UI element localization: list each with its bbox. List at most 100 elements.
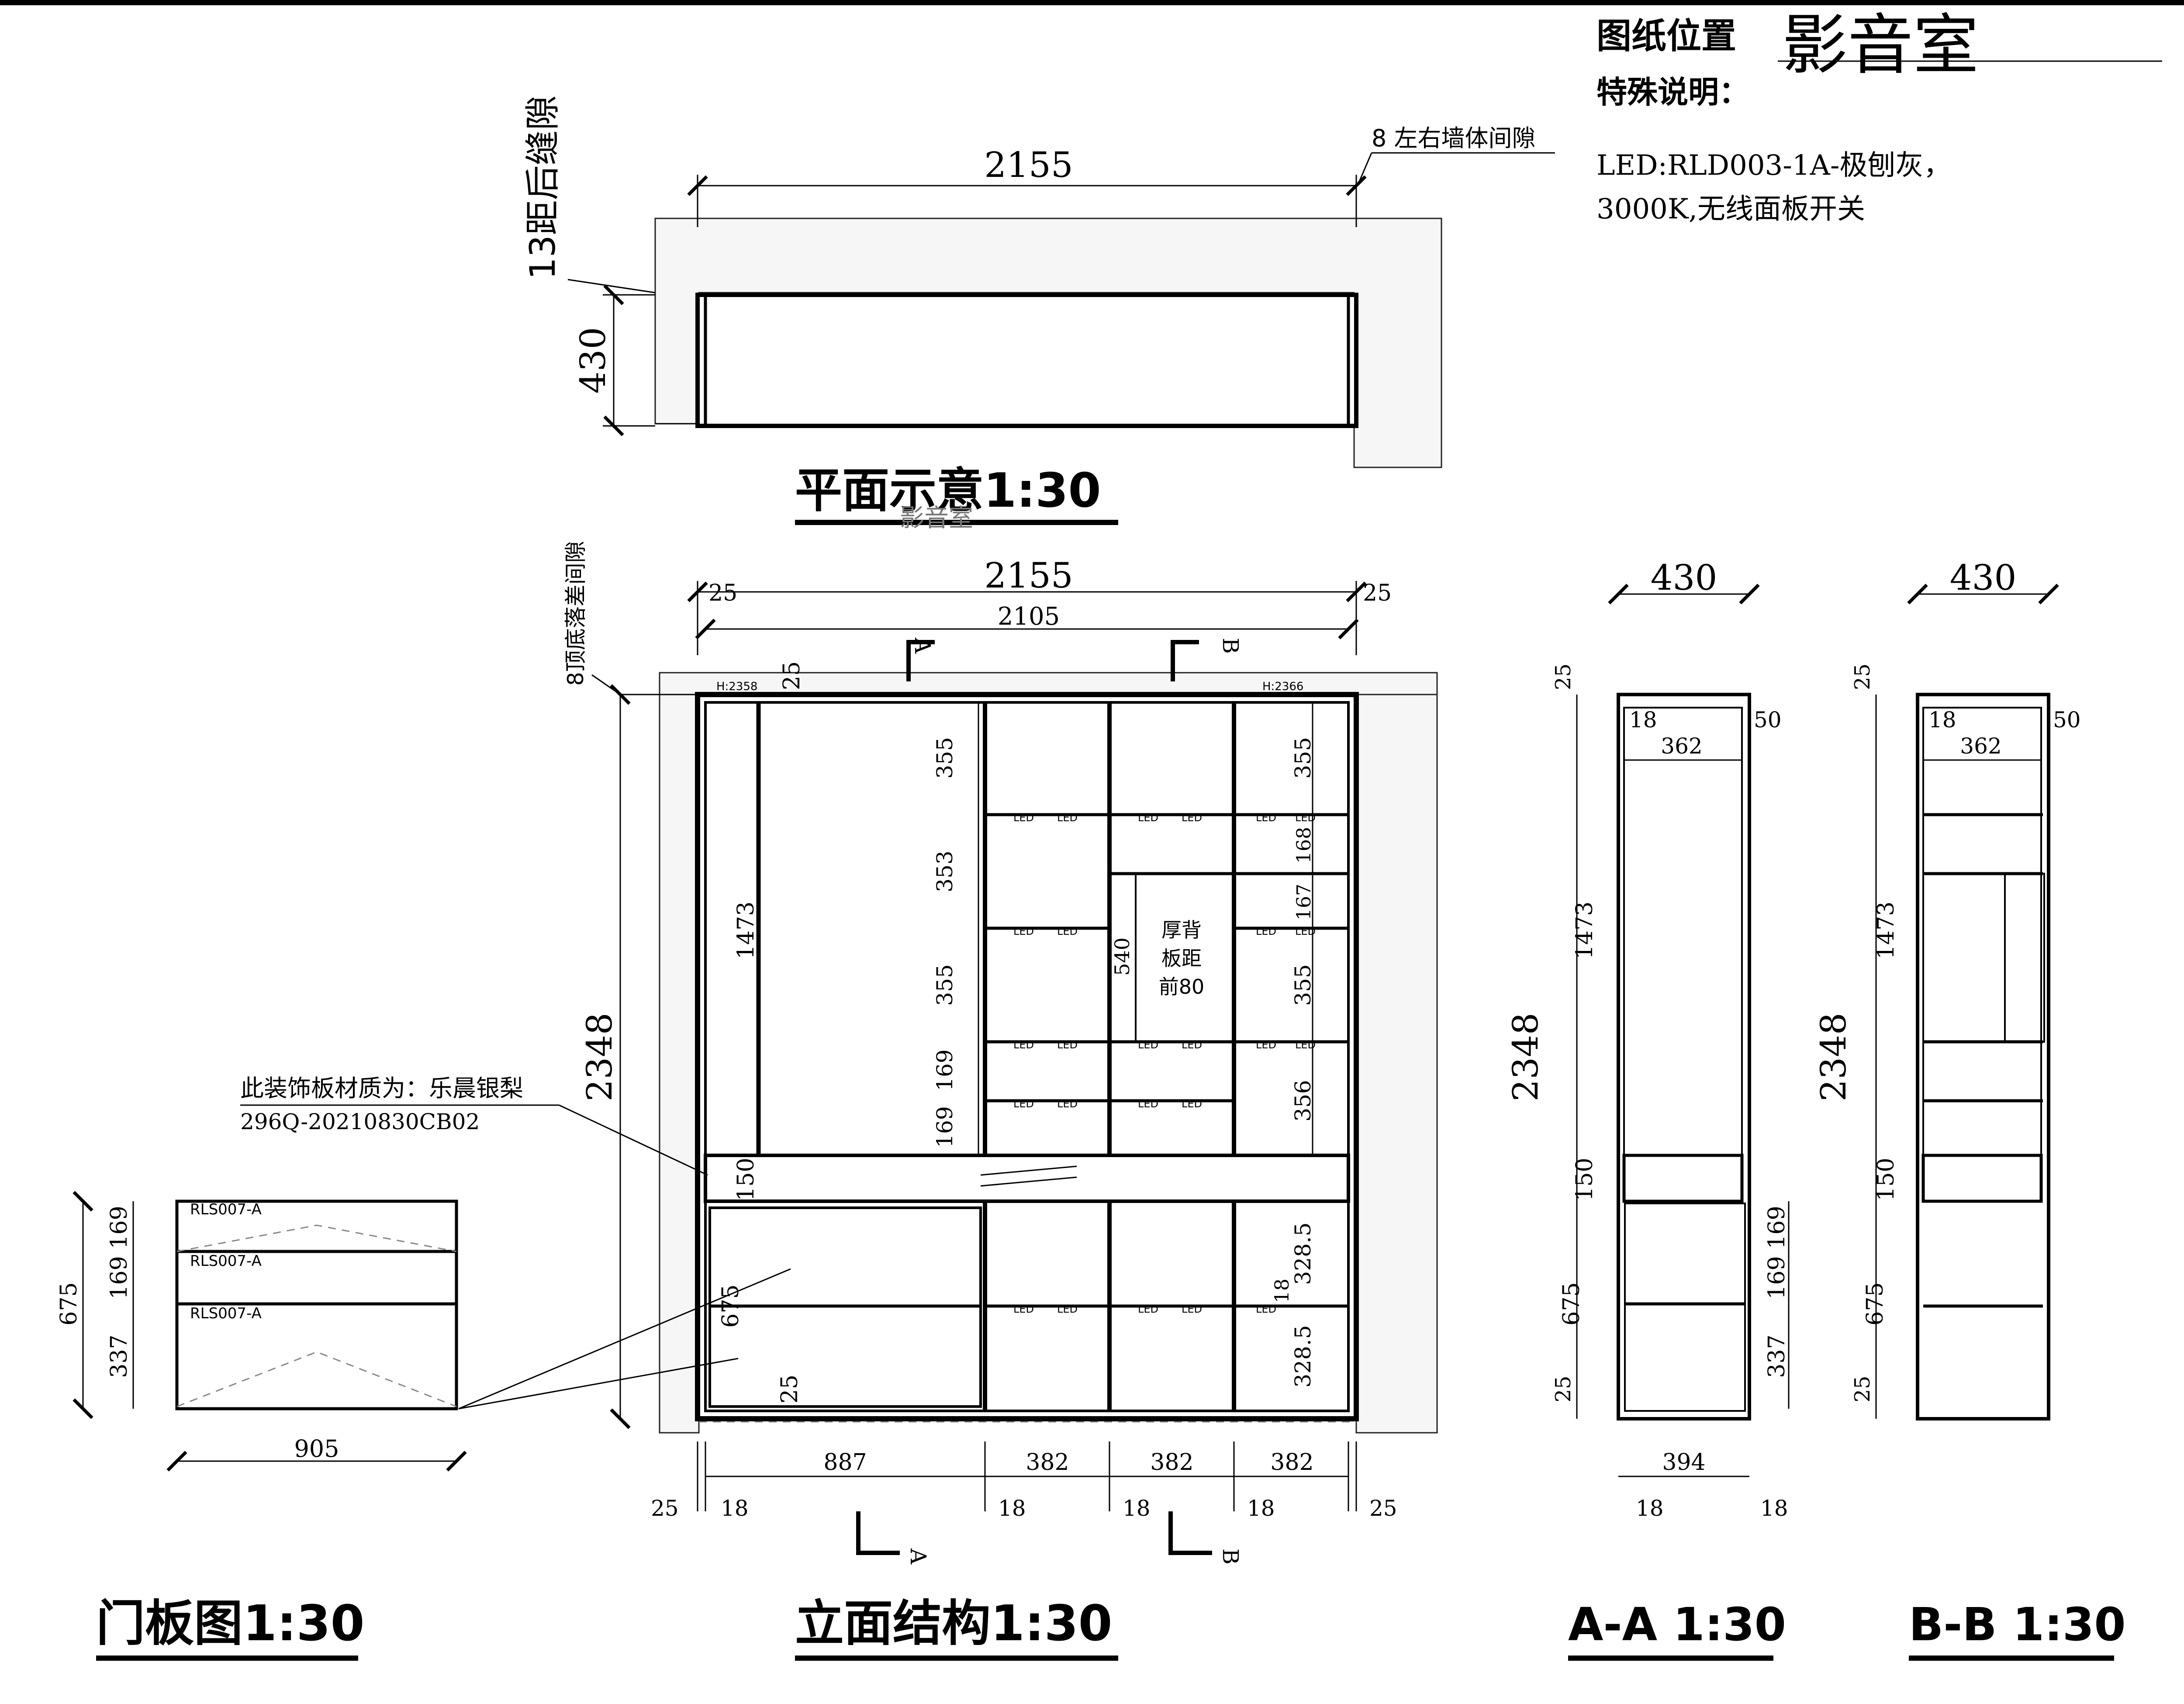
section-b-mid: 150: [1873, 1158, 1899, 1201]
svg-text:LED: LED: [1182, 812, 1202, 824]
door-handle-3: RLS007-A: [190, 1305, 262, 1322]
svg-text:LED: LED: [1256, 1303, 1276, 1315]
svg-text:LED: LED: [1057, 925, 1078, 937]
section-a-depth: 430: [1651, 557, 1717, 598]
shelf-dim-3: 355: [932, 964, 957, 1006]
elev-height-dim: 2348: [579, 1013, 620, 1102]
section-a-lower: 675: [1559, 1282, 1585, 1325]
lower-dim-2: 18: [1271, 1279, 1293, 1303]
elevation-middle-band: [704, 1154, 1350, 1203]
right-dim-1: 355: [1290, 737, 1316, 778]
right-dim-2: 168: [1293, 827, 1315, 864]
sheet-top-border: [0, 0, 2184, 5]
elev-top-gap-note: 8顶底落差间隙: [563, 541, 588, 686]
svg-text:LED: LED: [1138, 1303, 1158, 1315]
section-a-title: A-A 1:30: [1568, 1598, 1786, 1651]
svg-text:LED: LED: [1182, 1303, 1202, 1315]
material-note-1: 此装饰板材质为：乐晨银梨: [240, 1075, 523, 1102]
svg-text:LED: LED: [1013, 925, 1034, 937]
plan-rear-gap-note: 13距后缝隙: [522, 95, 563, 280]
section-a-base: 394: [1662, 1449, 1705, 1476]
section-a-right: 50: [1754, 707, 1782, 733]
elev-h-right: H:2366: [1262, 680, 1303, 693]
svg-text:LED: LED: [1013, 1303, 1034, 1315]
plan-ghost-label: 影音室: [900, 504, 973, 532]
section-a-left: 18: [1629, 707, 1657, 733]
elevation-view: 厚背 板距 前80 540 LED LED LED LED LED LED LE…: [240, 541, 1438, 1661]
door-dim-337: 337: [106, 1334, 132, 1378]
bottom-dim-382-a: 382: [1026, 1449, 1069, 1476]
elevation-right-wall: [1355, 694, 1438, 1434]
sliding-door-arrows: [980, 1165, 1077, 1187]
door-dim-169-top: 169: [106, 1206, 132, 1249]
section-b-title-underline: [1909, 1656, 2114, 1661]
lower-dim-1: 328.5: [1290, 1222, 1316, 1285]
elev-h-left: H:2358: [716, 680, 757, 693]
svg-text:LED: LED: [1256, 1039, 1276, 1051]
door-title-underline: [96, 1656, 358, 1661]
section-marker-b-top: [1171, 640, 1199, 681]
back-panel-height-dim: 540: [1110, 937, 1134, 976]
material-note-2: 296Q-20210830CB02: [240, 1109, 480, 1134]
section-b-bottom: 25: [1850, 1376, 1875, 1402]
section-b-top: 25: [1850, 664, 1875, 690]
elev-overall-width: 2155: [984, 555, 1073, 596]
svg-text:LED: LED: [1138, 1039, 1158, 1051]
back-panel-note-1: 厚背: [1161, 918, 1202, 942]
shelf-dim-2: 353: [932, 850, 957, 892]
bottom-dim-382-b: 382: [1150, 1449, 1193, 1476]
elevation-title: 立面结构1:30: [795, 1595, 1113, 1652]
bottom-small-18-b: 18: [998, 1496, 1026, 1521]
section-a-bottom-label: A: [905, 1548, 931, 1565]
section-b-top-label: B: [1218, 638, 1243, 654]
section-marker-a-top: [906, 640, 935, 681]
elev-top-board-dim: 25: [779, 661, 805, 690]
shelf-dim-5: 169: [932, 1106, 957, 1148]
title-block: 图纸位置 影音室 特殊说明： LED:RLD003-1A-极刨灰， 3000K,…: [1597, 7, 2162, 225]
section-a-foot-left: 18: [1636, 1496, 1664, 1521]
elev-inner-width: 2105: [998, 602, 1060, 631]
bottom-dim-382-c: 382: [1270, 1449, 1313, 1476]
room-name: 影音室: [1782, 7, 1979, 83]
door-total-height-dim: 675: [56, 1282, 82, 1325]
section-a-title-underline: [1568, 1656, 1773, 1661]
section-a-carcass: [1617, 693, 1751, 1421]
section-a-drawer-1: 169: [1764, 1206, 1790, 1249]
svg-text:LED: LED: [1256, 925, 1276, 937]
right-dim-3: 167: [1293, 884, 1315, 920]
elevation-title-underline: [795, 1656, 1118, 1661]
location-label: 图纸位置: [1597, 16, 1736, 56]
elev-mid-board: 150: [733, 1158, 759, 1201]
section-b-height: 2348: [1813, 1013, 1854, 1102]
section-a-drawer-3: 337: [1764, 1334, 1790, 1378]
elevation-ceiling: [659, 672, 1438, 695]
bottom-small-25-right: 25: [1369, 1496, 1397, 1521]
door-handle-2: RLS007-A: [190, 1252, 262, 1270]
back-panel-note-3: 前80: [1159, 975, 1205, 999]
section-b-right: 50: [2053, 707, 2081, 733]
section-a-mid: 150: [1572, 1158, 1598, 1201]
plan-view: 2155 430 13距后缝隙 8 左右墙体间隙 平面示意1:30 影音室: [522, 95, 1555, 532]
plan-depth-dim: 430: [573, 327, 613, 394]
bottom-small-18-a: 18: [721, 1496, 749, 1521]
section-b-depth: 430: [1950, 557, 2017, 598]
led-labels: LED LED LED LED LED LED LED LED LED LED …: [1013, 812, 1316, 1315]
section-a-top-label: A: [910, 637, 935, 654]
bottom-small-18-d: 18: [1247, 1496, 1275, 1521]
section-b-inner: 362: [1960, 733, 2001, 759]
section-marker-a-bottom: [856, 1511, 900, 1555]
svg-text:LED: LED: [1256, 812, 1276, 824]
elev-right-side-dim: 25: [1363, 580, 1392, 606]
led-note-line1: LED:RLD003-1A-极刨灰，: [1597, 149, 1951, 182]
bottom-dim-887: 887: [823, 1449, 867, 1476]
section-marker-b-bottom: [1168, 1511, 1212, 1555]
plan-side-gap-note: 8 左右墙体间隙: [1372, 124, 1536, 152]
shelf-dim-4: 169: [932, 1049, 957, 1091]
section-b-lower: 675: [1862, 1282, 1888, 1325]
bottom-small-18-c: 18: [1123, 1496, 1151, 1521]
section-a-drawer-2: 169: [1764, 1256, 1790, 1299]
svg-text:LED: LED: [1013, 1098, 1034, 1110]
svg-text:LED: LED: [1138, 812, 1158, 824]
note-label: 特殊说明：: [1597, 74, 1749, 110]
